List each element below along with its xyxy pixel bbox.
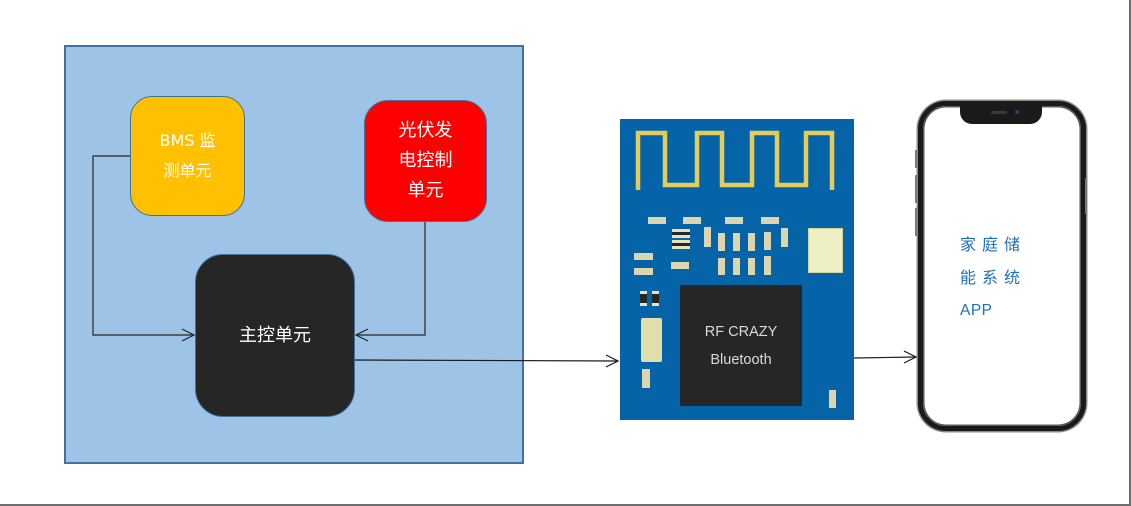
pv-unit-label-line-3: 单元 xyxy=(407,180,444,201)
app-title-line-2: 能系统 xyxy=(960,268,1027,287)
chip-label-line-1: RF CRAZY xyxy=(704,323,778,340)
frame-border-right xyxy=(1129,0,1131,506)
pcb-component xyxy=(718,233,725,251)
phone-notch xyxy=(960,104,1042,124)
pcb-component xyxy=(634,268,653,275)
pcb-crystal xyxy=(808,228,843,273)
pcb-component xyxy=(764,256,771,275)
chip-label-line-2: Bluetooth xyxy=(710,351,772,368)
pcb-component xyxy=(718,258,725,275)
main-control-unit[interactable]: 主控单元 xyxy=(195,254,355,417)
pcb-component xyxy=(704,227,711,247)
pcb-component xyxy=(648,217,666,224)
phone-volume-button xyxy=(915,150,917,168)
pcb-component xyxy=(829,390,836,408)
app-title-line-3: APP xyxy=(960,302,993,319)
pcb-component xyxy=(748,258,755,275)
phone-volume-button xyxy=(915,208,917,236)
app-title-line-1: 家庭储 xyxy=(960,235,1027,254)
pcb-component xyxy=(641,318,662,362)
pcb-component xyxy=(725,217,743,224)
pcb-component xyxy=(761,217,779,224)
pcb-component xyxy=(733,258,740,275)
arrowhead-mcu-to-bluetooth xyxy=(605,354,620,368)
pcb-component xyxy=(640,291,647,306)
pcb-component xyxy=(634,253,653,260)
pcb-component xyxy=(764,232,771,250)
pcb-component xyxy=(652,291,659,306)
arrowhead-bluetooth-to-phone xyxy=(903,350,918,364)
phone-speaker-icon xyxy=(991,111,1007,114)
pv-unit-label-line-2: 电控制 xyxy=(398,150,453,171)
bms-unit-label-line-1: BMS 监 xyxy=(159,131,216,150)
phone-volume-button xyxy=(915,175,917,203)
phone-power-button xyxy=(1085,178,1087,214)
phone-camera-icon xyxy=(1015,110,1019,114)
pcb-component xyxy=(672,229,690,238)
pcb-component xyxy=(781,228,788,247)
frame-border-bottom xyxy=(0,504,1131,506)
app-title: 家庭储 能系统 APP xyxy=(960,228,1026,327)
bluetooth-chip: RF CRAZY Bluetooth xyxy=(680,285,802,406)
pcb-component xyxy=(642,369,650,388)
pv-generation-control-unit[interactable]: 光伏发 电控制 单元 xyxy=(364,100,487,222)
pv-unit-label-line-1: 光伏发 xyxy=(398,120,453,141)
pcb-component xyxy=(748,233,755,251)
smartphone[interactable] xyxy=(918,101,1086,431)
connector-bluetooth-to-phone xyxy=(853,356,917,359)
bms-monitoring-unit[interactable]: BMS 监 测单元 xyxy=(130,96,245,216)
pcb-component xyxy=(671,262,689,269)
pcb-component xyxy=(683,217,701,224)
pcb-component xyxy=(733,233,740,251)
pcb-component xyxy=(672,240,690,249)
mcu-label: 主控单元 xyxy=(239,324,311,346)
bms-unit-label-line-2: 测单元 xyxy=(163,161,212,180)
